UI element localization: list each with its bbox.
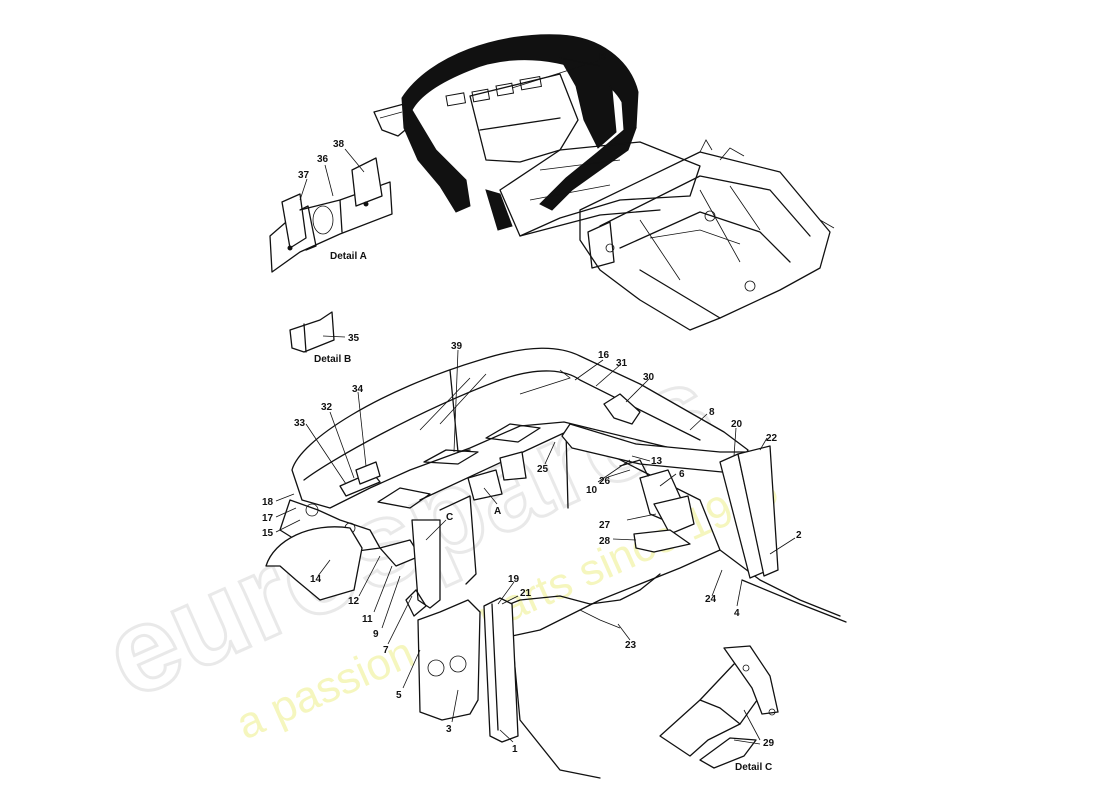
detail-a-caption: Detail A bbox=[330, 251, 367, 262]
callout-1: 1 bbox=[512, 744, 518, 755]
letter-b: B bbox=[599, 52, 606, 63]
callout-2: 2 bbox=[796, 530, 802, 541]
callout-25: 25 bbox=[537, 464, 549, 475]
callout-9: 9 bbox=[373, 629, 379, 640]
callout-38: 38 bbox=[333, 139, 345, 150]
callout-28: 28 bbox=[599, 536, 611, 547]
callout-34: 34 bbox=[352, 384, 364, 395]
callout-27: 27 bbox=[599, 520, 611, 531]
callout-labels: 1 2 3 4 5 6 7 8 9 10 11 12 13 14 15 16 1… bbox=[262, 341, 802, 755]
callout-26: 26 bbox=[599, 476, 611, 487]
callout-29: 29 bbox=[763, 738, 775, 749]
callout-17: 17 bbox=[262, 513, 274, 524]
callout-11: 11 bbox=[362, 614, 373, 625]
callout-37: 37 bbox=[298, 170, 310, 181]
detail-c: 29 Detail C bbox=[659, 645, 779, 773]
callout-6: 6 bbox=[679, 469, 685, 480]
chassis-overview bbox=[373, 34, 835, 331]
callout-7: 7 bbox=[383, 645, 389, 656]
callout-24: 24 bbox=[705, 594, 717, 605]
callout-36: 36 bbox=[317, 154, 329, 165]
letter-a: A bbox=[494, 506, 501, 517]
callout-14: 14 bbox=[310, 574, 322, 585]
callout-30: 30 bbox=[643, 372, 655, 383]
callout-23: 23 bbox=[625, 640, 637, 651]
detail-a: 37 36 38 Detail A bbox=[269, 139, 393, 273]
callout-4: 4 bbox=[734, 608, 740, 619]
callout-13: 13 bbox=[651, 456, 663, 467]
callout-31: 31 bbox=[616, 358, 628, 369]
callout-3: 3 bbox=[446, 724, 452, 735]
callout-5: 5 bbox=[396, 690, 402, 701]
detail-b: 35 Detail B bbox=[289, 311, 360, 365]
callout-10: 10 bbox=[586, 485, 598, 496]
callout-21: 21 bbox=[520, 588, 532, 599]
callout-35: 35 bbox=[348, 333, 360, 344]
callout-20: 20 bbox=[731, 419, 743, 430]
detail-c-caption: Detail C bbox=[735, 762, 772, 773]
letter-c: C bbox=[446, 512, 453, 523]
callout-39: 39 bbox=[451, 341, 463, 352]
callout-15: 15 bbox=[262, 528, 274, 539]
rear-body-assembly bbox=[265, 347, 847, 779]
callout-8: 8 bbox=[709, 407, 715, 418]
callout-22: 22 bbox=[766, 433, 778, 444]
leader-lines bbox=[275, 349, 796, 743]
callout-16: 16 bbox=[598, 350, 610, 361]
callout-19: 19 bbox=[508, 574, 520, 585]
callout-18: 18 bbox=[262, 497, 274, 508]
detail-b-caption: Detail B bbox=[314, 354, 351, 365]
callout-33: 33 bbox=[294, 418, 306, 429]
callout-12: 12 bbox=[348, 596, 360, 607]
callout-32: 32 bbox=[321, 402, 333, 413]
